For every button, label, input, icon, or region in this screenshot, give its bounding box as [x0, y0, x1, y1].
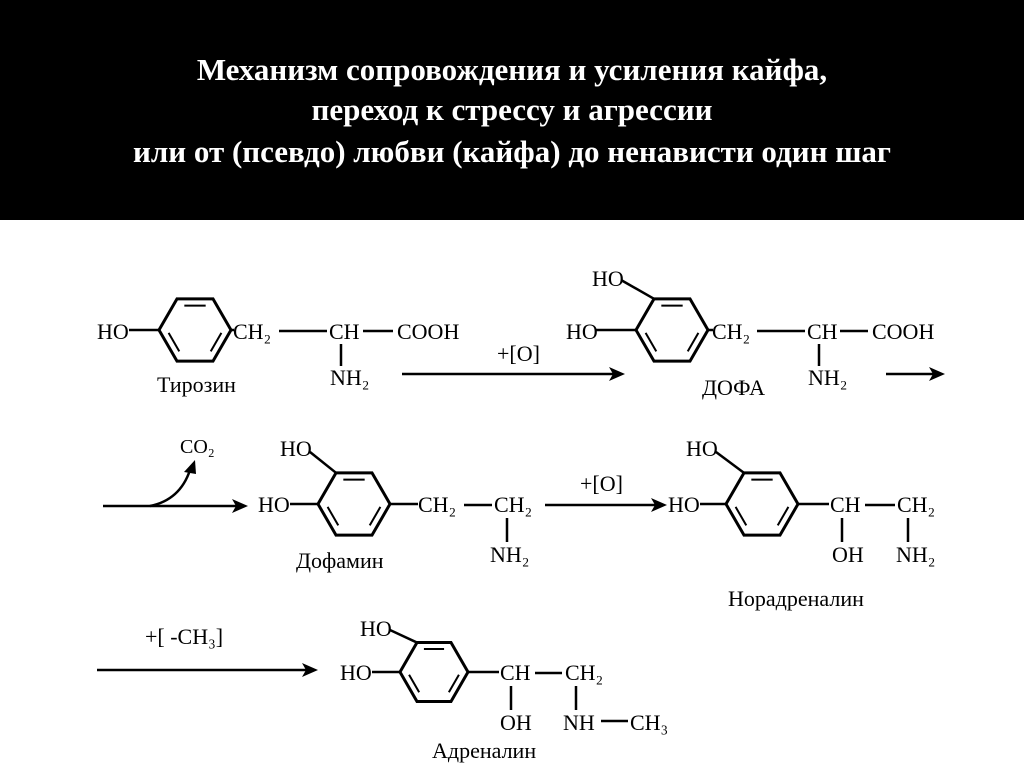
atom-ho: HO: [280, 436, 312, 461]
arrow-head-icon: [651, 498, 667, 512]
atom-ho: HO: [668, 492, 700, 517]
ring-double-bond: [644, 332, 658, 352]
arrow-head-icon: [232, 499, 248, 513]
benzene-ring: [157, 297, 233, 363]
benzene-ring: [316, 471, 392, 537]
ring-double-bond: [686, 332, 700, 352]
title-band: Механизм сопровождения и усиления кайфа,…: [0, 0, 1024, 220]
atom-ch2: CH₂: [565, 660, 604, 685]
molecule-name: Тирозин: [157, 372, 236, 397]
ring-double-bond: [447, 674, 460, 693]
title-line-3: или от (псевдо) любви (кайфа) до ненавис…: [133, 134, 891, 169]
bond: [309, 451, 337, 474]
atom-ch2: CH₂: [233, 319, 272, 344]
title-line-2: переход к стрессу и агрессии: [311, 92, 713, 127]
atom-cooh: COOH: [872, 319, 935, 344]
reaction-label-methylation: +[ -CH₃]: [145, 624, 224, 649]
atom-nh: NH: [563, 710, 595, 735]
bond: [620, 278, 655, 300]
title-line-1: Механизм сопровождения и усиления кайфа,: [196, 52, 828, 87]
molecule-name: Адреналин: [432, 738, 537, 763]
atom-ho: HO: [592, 266, 624, 291]
atom-ho: HO: [97, 319, 129, 344]
reaction-label-oxidation: +[O]: [580, 471, 623, 496]
molecule-name: Норадреналин: [728, 586, 864, 611]
atom-nh2: NH₂: [808, 365, 848, 390]
atom-ho: HO: [340, 660, 372, 685]
bond: [715, 450, 745, 474]
co2-release-arrow: [149, 469, 192, 508]
ring-double-bond: [776, 506, 790, 526]
ring-double-bond: [368, 506, 382, 526]
arrow-head-icon: [929, 367, 945, 381]
atom-nh2: NH₂: [330, 365, 370, 390]
molecule-name: Дофамин: [296, 548, 384, 573]
arrow-head-icon: [184, 460, 196, 474]
arrow-head-icon: [302, 663, 318, 677]
atom-ch: CH: [500, 660, 531, 685]
benzene-ring: [398, 641, 470, 703]
ring-double-bond: [408, 674, 421, 693]
atom-ho: HO: [566, 319, 598, 344]
ring-double-bond: [734, 506, 748, 526]
atom-oh: OH: [832, 542, 864, 567]
atom-oh: OH: [500, 710, 532, 735]
reaction-label-oxidation: +[O]: [497, 341, 540, 366]
atom-nh2: NH₂: [490, 542, 530, 567]
atom-ch: CH: [329, 319, 360, 344]
atom-ho: HO: [360, 616, 392, 641]
bond: [389, 628, 418, 644]
atom-cooh: COOH: [397, 319, 460, 344]
arrow-head-icon: [609, 367, 625, 381]
ring-double-bond: [167, 332, 181, 352]
ring-double-bond: [326, 506, 340, 526]
atom-ch3: CH₃: [630, 710, 669, 735]
atom-ch2: CH₂: [897, 492, 936, 517]
atom-ho: HO: [686, 436, 718, 461]
benzene-ring: [724, 471, 800, 537]
atom-ch2: CH₂: [494, 492, 533, 517]
atom-ch: CH: [807, 319, 838, 344]
ring-double-bond: [209, 332, 223, 352]
atom-ch: CH: [830, 492, 861, 517]
atom-ch2: CH₂: [418, 492, 457, 517]
atom-nh2: NH₂: [896, 542, 936, 567]
molecule-name: ДОФА: [702, 375, 766, 400]
benzene-ring: [634, 297, 710, 363]
atom-ho: HO: [258, 492, 290, 517]
atom-ch2: CH₂: [712, 319, 751, 344]
reaction-label-co2: CO₂: [180, 436, 215, 458]
